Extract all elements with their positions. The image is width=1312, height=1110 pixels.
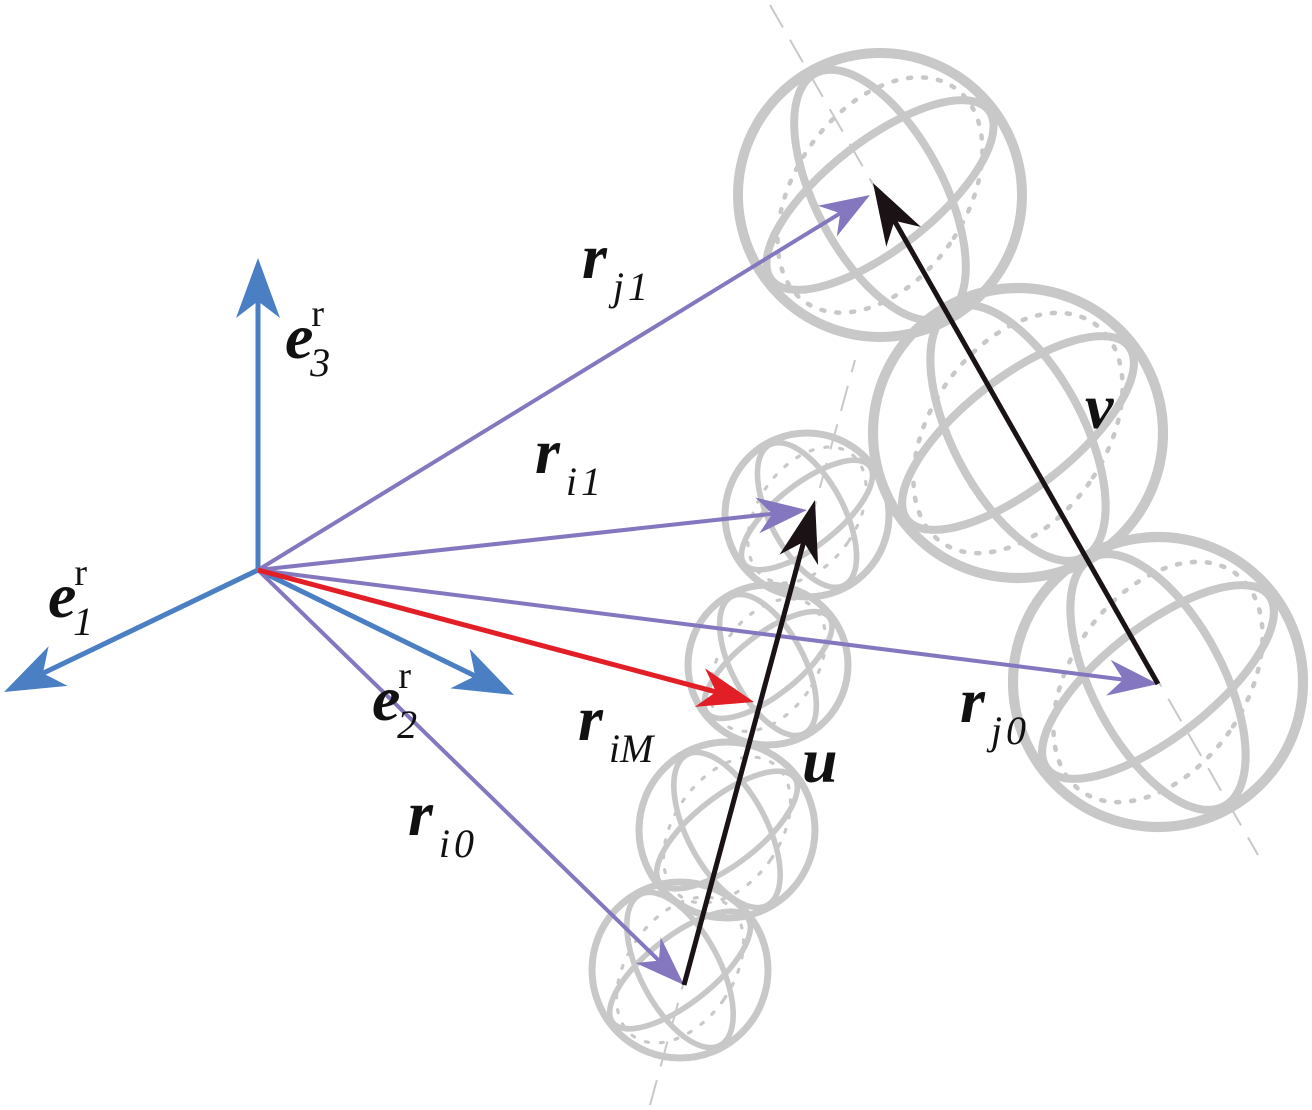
riM-arrow — [257, 567, 754, 707]
label-ri1: r i 1 — [535, 416, 601, 504]
e2-axis-arrow — [256, 567, 514, 695]
sphere-i1 — [721, 429, 893, 601]
labels: e r 3 e r 1 e r 2 r j 1 r i 1 r — [48, 221, 1114, 866]
vector-arrows — [4, 183, 1161, 986]
label-rj0: r j 0 — [960, 665, 1026, 753]
sphere-i-2 — [635, 738, 819, 922]
label-e2: e r 2 — [372, 655, 417, 747]
rj1-arrow — [256, 195, 870, 572]
label-u: u — [802, 725, 838, 796]
u-arrow — [681, 500, 819, 986]
label-ri0: r i 0 — [408, 778, 474, 866]
label-v: v — [1085, 371, 1114, 442]
v-arrow — [873, 183, 1161, 686]
label-e1: e r 1 — [48, 552, 93, 644]
label-e3: e r 3 — [285, 293, 330, 385]
sphere-j0 — [1007, 531, 1309, 833]
label-rj1: r j 1 — [582, 221, 648, 309]
sphere-chain — [588, 48, 1309, 1062]
label-riM: r iM — [578, 683, 656, 771]
ri1-arrow — [257, 497, 807, 572]
e3-axis-arrow — [236, 258, 280, 570]
rj0-arrow — [257, 568, 1158, 696]
e1-axis-arrow — [4, 567, 260, 692]
ri0-arrow — [256, 568, 684, 985]
